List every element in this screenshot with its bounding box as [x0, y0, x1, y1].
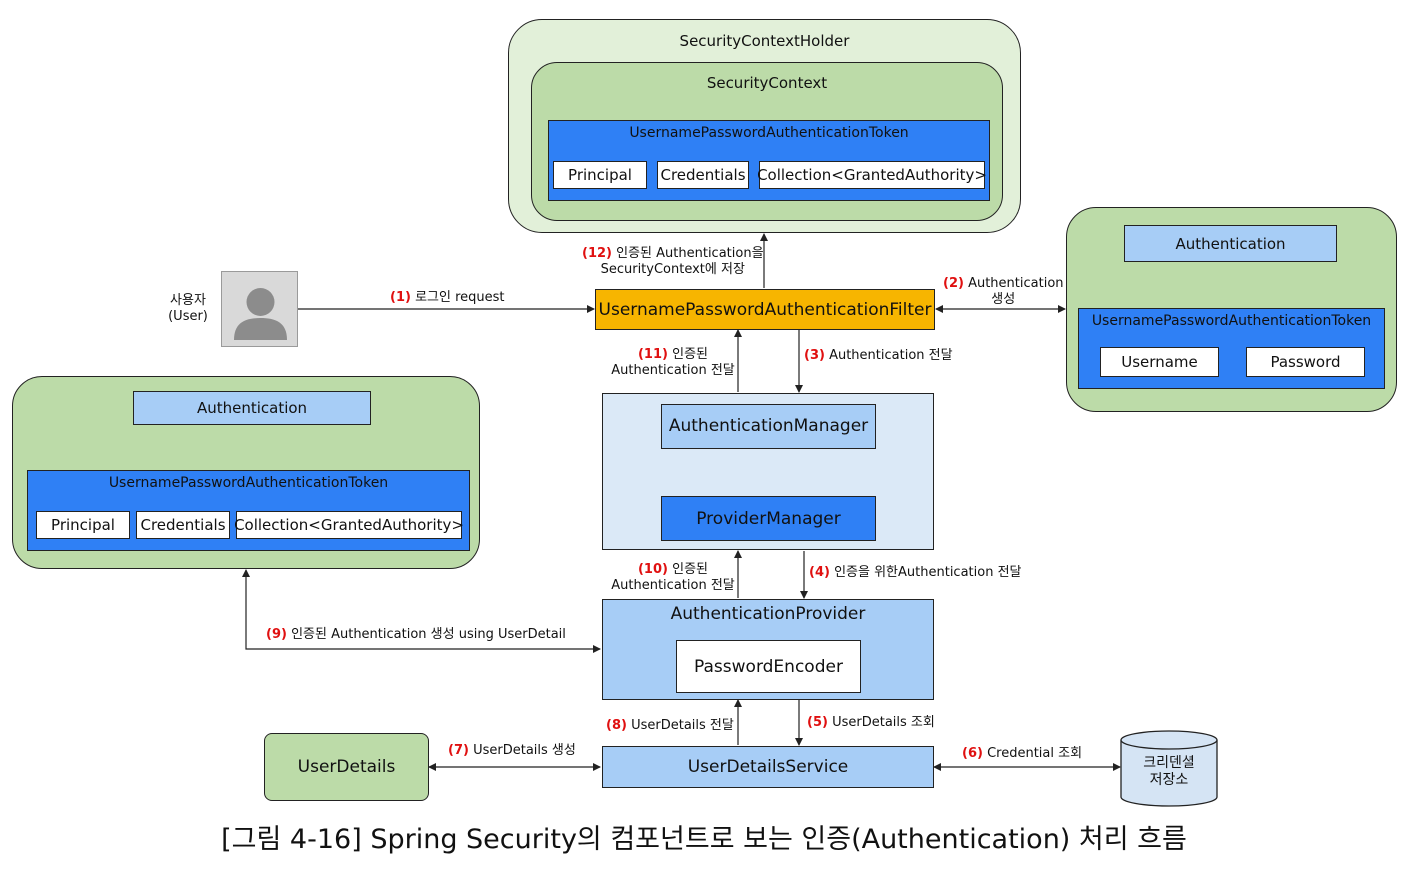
user-label: 사용자 (User) [160, 293, 216, 325]
left-authorities-field: Collection<GrantedAuthority> [234, 511, 464, 539]
context-principal-field: Principal [553, 161, 647, 189]
context-token: UsernamePasswordAuthenticationToken Prin… [548, 120, 990, 201]
manager-container: AuthenticationManager ProviderManager [602, 393, 934, 550]
step-2-text-line2: 생성 [991, 292, 1016, 307]
credential-store-cylinder [1120, 730, 1218, 807]
step-10-text-line2: Authentication 전달 [611, 578, 735, 593]
step-3-text: Authentication 전달 [829, 348, 953, 363]
user-label-english: (User) [168, 309, 208, 324]
step-11-label: (11) 인증된 Authentication 전달 [611, 347, 735, 379]
step-5-label: (5) UserDetails 조회 [807, 715, 935, 731]
authentication-provider-title: AuthenticationProvider [670, 604, 866, 624]
user-avatar-icon [221, 271, 298, 347]
step-3-label: (3) Authentication 전달 [804, 348, 953, 364]
step-12-number: (12) [582, 246, 612, 261]
step-1-text: 로그인 request [415, 290, 505, 305]
left-token-box: UsernamePasswordAuthenticationToken Prin… [27, 470, 470, 551]
step-6-label: (6) Credential 조회 [962, 746, 1082, 762]
step-1-number: (1) [390, 290, 411, 305]
step-11-text-line2: Authentication 전달 [611, 363, 735, 378]
security-context-holder-title: SecurityContextHolder [679, 32, 850, 50]
step-8-text: UserDetails 전달 [631, 718, 734, 733]
left-token-title: UsernamePasswordAuthenticationToken [108, 475, 389, 491]
step-3-number: (3) [804, 348, 825, 363]
security-context: SecurityContext UsernamePasswordAuthenti… [531, 62, 1003, 221]
figure-caption: [그림 4-16] Spring Security의 컴포넌트로 보는 인증(A… [221, 824, 1187, 855]
step-12-label: (12) 인증된 Authentication을 SecurityContext… [582, 246, 764, 278]
step-4-label: (4) 인증을 위한Authentication 전달 [809, 565, 1022, 581]
left-principal-field: Principal [36, 511, 130, 539]
left-authentication-box: Authentication [133, 391, 371, 425]
credential-store-label-line2: 저장소 [1149, 772, 1189, 788]
right-token-title: UsernamePasswordAuthenticationToken [1091, 313, 1372, 329]
step-4-number: (4) [809, 565, 830, 580]
right-token-group: Authentication UsernamePasswordAuthentic… [1066, 207, 1397, 412]
credential-store-label: 크리덴셜 저장소 [1121, 755, 1217, 789]
step-2-label: (2) Authentication 생성 [943, 276, 1064, 308]
right-authentication-box: Authentication [1124, 225, 1337, 262]
context-token-title: UsernamePasswordAuthenticationToken [629, 125, 909, 141]
step-10-label: (10) 인증된 Authentication 전달 [611, 562, 735, 594]
provider-manager-box: ProviderManager [661, 496, 876, 541]
step-4-text: 인증을 위한Authentication 전달 [834, 565, 1022, 580]
step-2-number: (2) [943, 276, 964, 291]
left-token-group: Authentication UsernamePasswordAuthentic… [12, 376, 480, 569]
step-6-number: (6) [962, 746, 983, 761]
user-details-service-box: UserDetailsService [602, 746, 934, 788]
step-7-text: UserDetails 생성 [473, 743, 576, 758]
step-9-number: (9) [266, 627, 287, 642]
step-9-label: (9) 인증된 Authentication 생성 using UserDeta… [266, 627, 566, 643]
right-username-field: Username [1100, 347, 1219, 377]
right-password-field: Password [1246, 347, 1365, 377]
credential-store-label-line1: 크리덴셜 [1143, 755, 1195, 771]
right-token-box: UsernamePasswordAuthenticationToken User… [1078, 308, 1385, 389]
left-credentials-field: Credentials [136, 511, 230, 539]
authentication-provider-box: AuthenticationProvider PasswordEncoder [602, 599, 934, 700]
step-12-text: 인증된 Authentication을 [616, 246, 764, 261]
step-8-number: (8) [606, 718, 627, 733]
security-context-holder: SecurityContextHolder SecurityContext Us… [508, 19, 1021, 233]
user-label-korean: 사용자 [170, 293, 206, 308]
step-9-text: 인증된 Authentication 생성 using UserDetail [291, 627, 566, 642]
step-10-text: 인증된 [672, 562, 708, 577]
step-7-label: (7) UserDetails 생성 [448, 743, 576, 759]
step-11-number: (11) [637, 347, 668, 362]
step-1-label: (1) 로그인 request [390, 290, 505, 306]
password-encoder-box: PasswordEncoder [676, 640, 861, 693]
step-6-text: Credential 조회 [987, 746, 1083, 761]
user-details-box: UserDetails [264, 733, 429, 801]
authentication-filter: UsernamePasswordAuthenticationFilter [595, 289, 935, 330]
step-10-number: (10) [637, 562, 668, 577]
context-authorities-field: Collection<GrantedAuthority> [757, 161, 987, 189]
step-7-number: (7) [448, 743, 469, 758]
security-context-title: SecurityContext [706, 74, 828, 92]
step-11-text: 인증된 [672, 347, 708, 362]
context-credentials-field: Credentials [657, 161, 749, 189]
step-8-label: (8) UserDetails 전달 [606, 718, 734, 734]
step-12-text-line2: SecurityContext에 저장 [600, 262, 745, 277]
step-2-text: Authentication [968, 276, 1064, 291]
authentication-manager-box: AuthenticationManager [661, 404, 876, 449]
step-5-number: (5) [807, 715, 828, 730]
step-5-text: UserDetails 조회 [832, 715, 935, 730]
